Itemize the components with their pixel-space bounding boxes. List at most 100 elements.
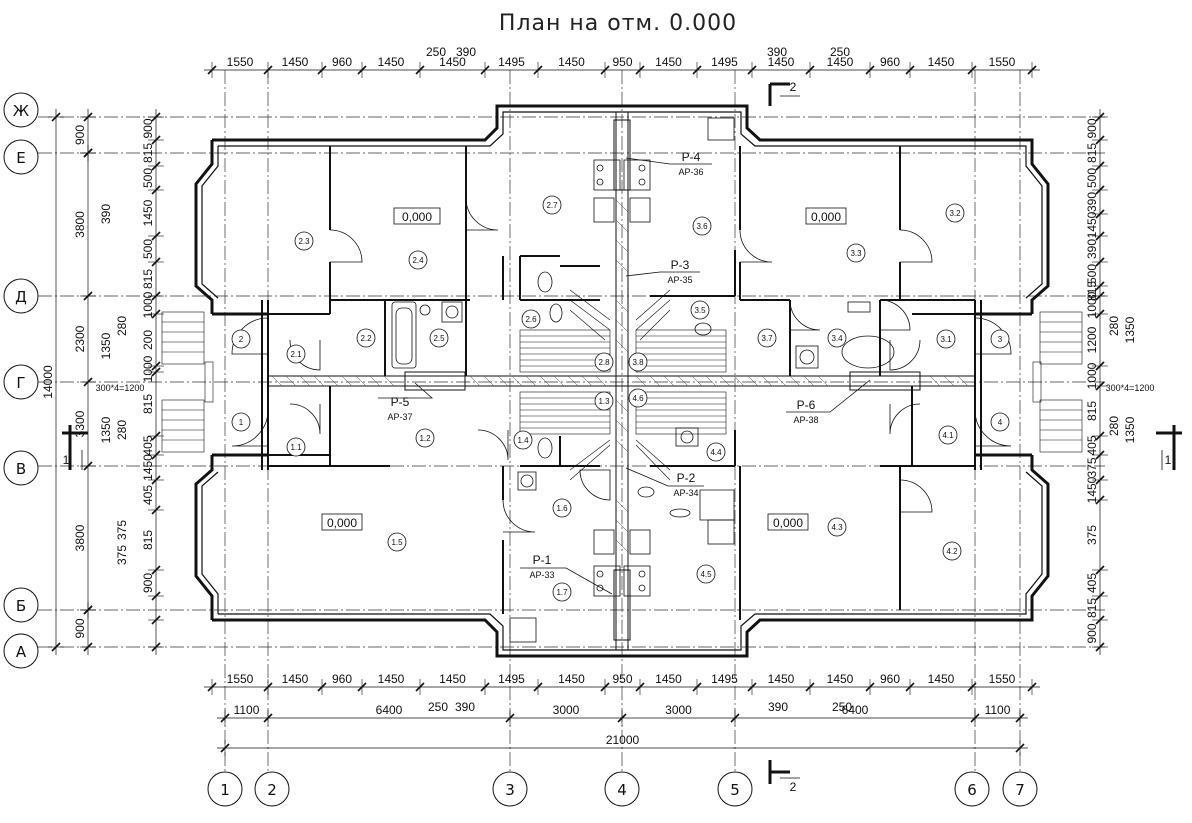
dimension-tick — [905, 682, 915, 692]
dimension-label: 1450 — [439, 55, 466, 69]
dimension-label: 390 — [1085, 239, 1099, 259]
dimension-tick — [83, 377, 93, 387]
left-dimension-chain: 1400038002300330038009009009008155001450… — [41, 109, 164, 655]
dimension-label: 950 — [612, 672, 632, 686]
svg-text:Р-3: Р-3 — [671, 258, 690, 272]
dimension-label: 1450 — [282, 55, 309, 69]
column-axis-bubbles — [207, 771, 1038, 807]
dimension-tick — [151, 161, 161, 171]
dimension-tick — [151, 475, 161, 485]
dimension-label: 280 — [1107, 316, 1121, 336]
dimension-tick — [1095, 565, 1105, 575]
dimension-label: 815 — [1085, 281, 1099, 301]
dimension-tick — [635, 65, 645, 75]
dimension-label: 815 — [1085, 598, 1099, 618]
dimension-label: 900 — [1085, 118, 1099, 138]
dimension-tick — [151, 367, 161, 377]
dimension-label: 960 — [880, 672, 900, 686]
dimension-tick — [1095, 291, 1105, 301]
dimension-label: 1450 — [282, 672, 309, 686]
dimension-tick — [1095, 431, 1105, 441]
dimension-label: 1450 — [655, 672, 682, 686]
dimension-label: 390 — [767, 45, 787, 59]
dimension-label: 900 — [141, 573, 155, 593]
dimension-label: 815 — [141, 394, 155, 414]
dimension-tick — [617, 713, 627, 723]
dimension-label: 1000 — [1085, 291, 1099, 318]
dimension-label: 1000 — [141, 291, 155, 318]
room-label: 3.5 — [694, 306, 706, 315]
room-label: 2.5 — [433, 334, 445, 343]
dimension-tick — [415, 682, 425, 692]
svg-text:7: 7 — [1015, 781, 1025, 799]
dimension-tick — [1095, 615, 1105, 625]
dimension-tick — [1095, 209, 1105, 219]
dimension-tick — [730, 713, 740, 723]
dimension-label: 250 — [426, 45, 446, 59]
dimension-tick — [1095, 495, 1105, 505]
dimension-tick — [263, 682, 273, 692]
dimension-tick — [51, 642, 61, 652]
dimension-label: 1450 — [655, 55, 682, 69]
room-label: 1.6 — [556, 504, 568, 513]
svg-text:АР-35: АР-35 — [667, 275, 692, 285]
room-label: 4 — [998, 418, 1003, 427]
dimension-tick — [151, 309, 161, 319]
svg-text:Г: Г — [16, 374, 25, 392]
dimension-tick — [967, 65, 977, 75]
svg-text:1: 1 — [1165, 453, 1172, 467]
room-label: 3.7 — [761, 334, 773, 343]
dimension-label: 1350 — [1123, 416, 1137, 443]
svg-text:Ж: Ж — [13, 102, 29, 120]
dimension-tick — [1027, 65, 1037, 75]
right-dimension-chain: 9008155003901450390500815100012001000815… — [1085, 109, 1154, 655]
dimension-label: 3800 — [73, 524, 87, 551]
svg-text:2: 2 — [790, 80, 797, 94]
dimension-tick — [1095, 231, 1105, 241]
dimension-label: 250 — [832, 700, 852, 714]
dimension-tick — [533, 682, 543, 692]
dimension-tick — [83, 112, 93, 122]
dimension-label: 500 — [1085, 264, 1099, 284]
room-label: 1.7 — [556, 588, 568, 597]
svg-text:1: 1 — [63, 453, 70, 467]
dimension-tick — [805, 682, 815, 692]
dimension-label: 6400 — [376, 703, 403, 717]
dimension-tick — [1095, 161, 1105, 171]
dimension-tick — [1095, 591, 1105, 601]
dimension-label: 390 — [455, 700, 475, 714]
plan-title: План на отм. 0.000 — [499, 11, 737, 36]
dimension-tick — [83, 605, 93, 615]
dimension-tick — [533, 65, 543, 75]
dimension-label: 1450 — [141, 199, 155, 226]
room-label: 3.8 — [632, 358, 644, 367]
svg-text:Р-6: Р-6 — [797, 398, 816, 412]
dimension-label: 375 — [115, 520, 129, 540]
dimension-tick — [207, 65, 217, 75]
dimension-label: 3000 — [665, 703, 692, 717]
dimension-tick — [151, 450, 161, 460]
dimension-tick — [151, 615, 161, 625]
dimension-tick — [1095, 450, 1105, 460]
dimension-label: 1450 — [141, 454, 155, 481]
dimension-label: 1450 — [558, 55, 585, 69]
dimension-label: 1450 — [827, 672, 854, 686]
dimension-tick — [151, 565, 161, 575]
dimension-tick — [207, 682, 217, 692]
dimension-label: 1450 — [928, 55, 955, 69]
svg-text:АР-36: АР-36 — [678, 167, 703, 177]
dimension-label: 1450 — [827, 55, 854, 69]
room-label: 3.2 — [949, 209, 961, 218]
room-label: 2 — [239, 335, 244, 344]
room-label: 2.7 — [546, 201, 558, 210]
dimension-tick — [220, 713, 230, 723]
dimension-label: 1000 — [1085, 362, 1099, 389]
dimension-label: 1450 — [378, 55, 405, 69]
svg-text:Е: Е — [16, 149, 25, 167]
dimension-label: 1350 — [99, 332, 113, 359]
dimension-tick — [415, 65, 425, 75]
dimension-label: 1550 — [227, 672, 254, 686]
exterior-walls — [194, 104, 1050, 658]
dimension-tick — [1095, 257, 1105, 267]
dimension-tick — [151, 361, 161, 371]
